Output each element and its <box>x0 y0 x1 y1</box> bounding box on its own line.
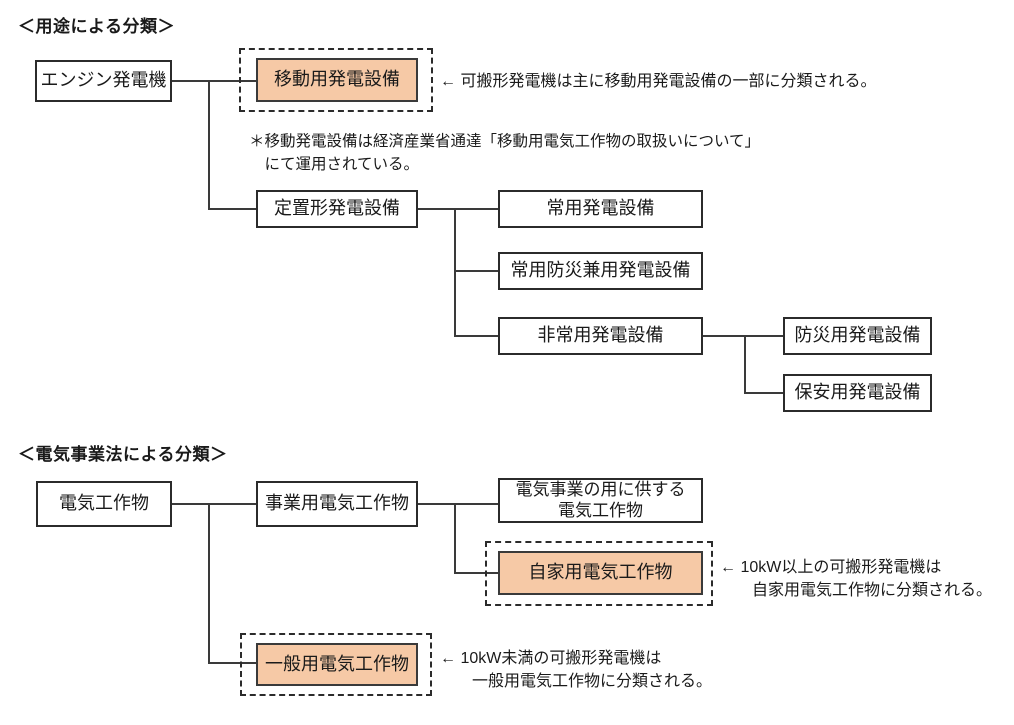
node-joyo-bosai-generation-equipment: 常用防災兼用発電設備 <box>498 252 703 290</box>
connector-stationary-trunk <box>454 208 456 337</box>
dash-frame-private-facility <box>485 541 713 606</box>
connector-stationary-out <box>418 208 498 210</box>
connector-business-trunk <box>454 503 456 574</box>
footnote-mobile-notice: ＊移動発電設備は経済産業省通達「移動用電気工作物の取扱いについて」 にて運用され… <box>249 133 761 174</box>
connector-root-to-business <box>172 503 256 505</box>
connector-to-hoan <box>744 392 783 394</box>
note-private-facility-classification: ← 10kW以上の可搬形発電機は 自家用電気工作物に分類される。 <box>720 559 993 600</box>
connector-hijoyo-trunk <box>744 335 746 393</box>
connector-trunk-to-stationary <box>208 208 258 210</box>
section-heading-law: ＜電気事業法による分類＞ <box>18 445 228 464</box>
connector-trunk-to-general <box>208 662 256 664</box>
connector-to-joyo-bosai <box>454 270 498 272</box>
node-hijoyo-generation-equipment: 非常用発電設備 <box>498 317 703 355</box>
connector-hijoyo-out <box>703 335 783 337</box>
connector-usage-trunk <box>208 80 210 210</box>
connector-to-hijoyo <box>454 335 498 337</box>
note-general-facility-classification: ← 10kW未満の可搬形発電機は 一般用電気工作物に分類される。 <box>440 650 713 691</box>
node-general-electric-facility: 一般用電気工作物 <box>256 643 418 686</box>
node-bosai-generation-equipment: 防災用発電設備 <box>783 317 932 355</box>
connector-business-out <box>418 503 498 505</box>
node-hoan-generation-equipment: 保安用発電設備 <box>783 374 932 412</box>
dash-frame-mobile <box>239 48 433 112</box>
connector-law-trunk <box>208 503 210 664</box>
connector-root-to-mobile <box>172 80 298 82</box>
connector-to-private-facility <box>454 572 498 574</box>
node-public-supply-facility: 電気事業の用に供する 電気工作物 <box>498 478 703 523</box>
node-engine-generator: エンジン発電機 <box>35 60 172 102</box>
section-heading-usage: ＜用途による分類＞ <box>18 17 175 36</box>
node-business-electric-facility: 事業用電気工作物 <box>256 481 418 527</box>
dash-frame-general-facility <box>240 633 432 696</box>
node-electric-facility: 電気工作物 <box>36 481 172 527</box>
node-joyo-generation-equipment: 常用発電設備 <box>498 190 703 228</box>
node-private-electric-facility: 自家用電気工作物 <box>498 551 703 595</box>
node-mobile-generation-equipment: 移動用発電設備 <box>256 58 418 102</box>
node-stationary-generation-equipment: 定置形発電設備 <box>256 190 418 228</box>
note-mobile-classification: ← 可搬形発電機は主に移動用発電設備の一部に分類される。 <box>440 73 877 90</box>
